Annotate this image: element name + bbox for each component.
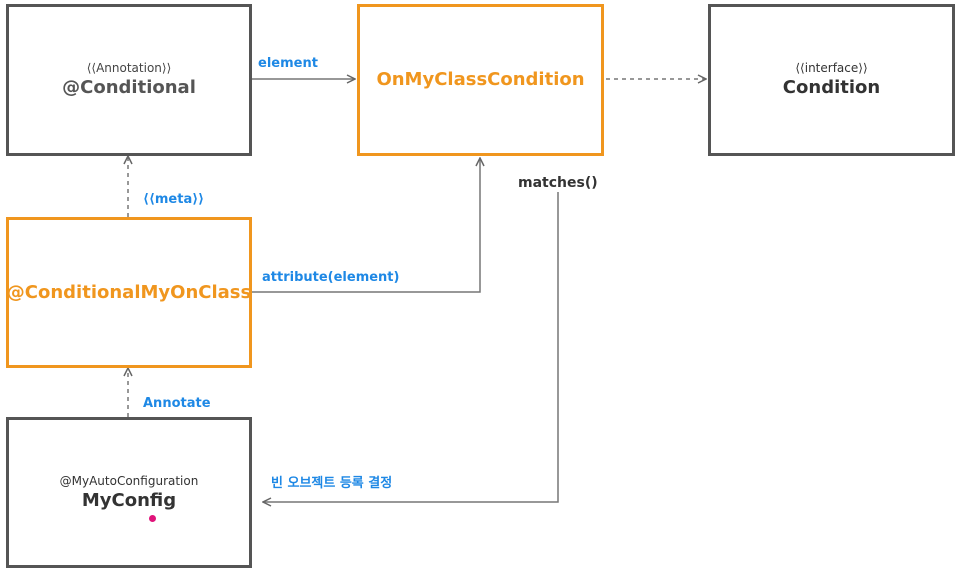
edge-label-bean-register: 빈 오브젝트 등록 결정 — [271, 476, 393, 491]
on-my-class-condition-box: OnMyClassCondition — [357, 4, 604, 156]
my-config-title: MyConfig — [81, 489, 177, 511]
edge-label-meta: ⟨⟨meta⟩⟩ — [143, 192, 205, 207]
edge-label-annotate: Annotate — [143, 396, 211, 411]
my-config-stereotype: @MyAutoConfiguration — [59, 473, 199, 488]
condition-stereotype: ⟨⟨interface⟩⟩ — [795, 61, 868, 75]
edge-matches — [263, 192, 559, 502]
conditional-my-on-class-box: @ConditionalMyOnClass — [6, 217, 252, 368]
edge-label-element: element — [258, 56, 318, 71]
edge-label-attribute: attribute(element) — [262, 270, 400, 285]
conditional-annotation-box: ⟨⟨Annotation⟩⟩ @Conditional — [6, 4, 252, 156]
condition-title: Condition — [782, 77, 881, 98]
conditional-title: @Conditional — [62, 77, 196, 98]
condition-interface-box: ⟨⟨interface⟩⟩ Condition — [708, 4, 955, 156]
my-config-box: @MyAutoConfiguration MyConfig — [6, 417, 252, 568]
edge-attribute — [252, 158, 480, 293]
cursor-pointer-dot — [149, 515, 156, 522]
edge-label-matches: matches() — [518, 175, 598, 191]
conditional-stereotype: ⟨⟨Annotation⟩⟩ — [86, 61, 172, 75]
conditional-my-on-class-title: @ConditionalMyOnClass — [6, 281, 252, 303]
on-my-class-condition-title: OnMyClassCondition — [376, 69, 585, 90]
